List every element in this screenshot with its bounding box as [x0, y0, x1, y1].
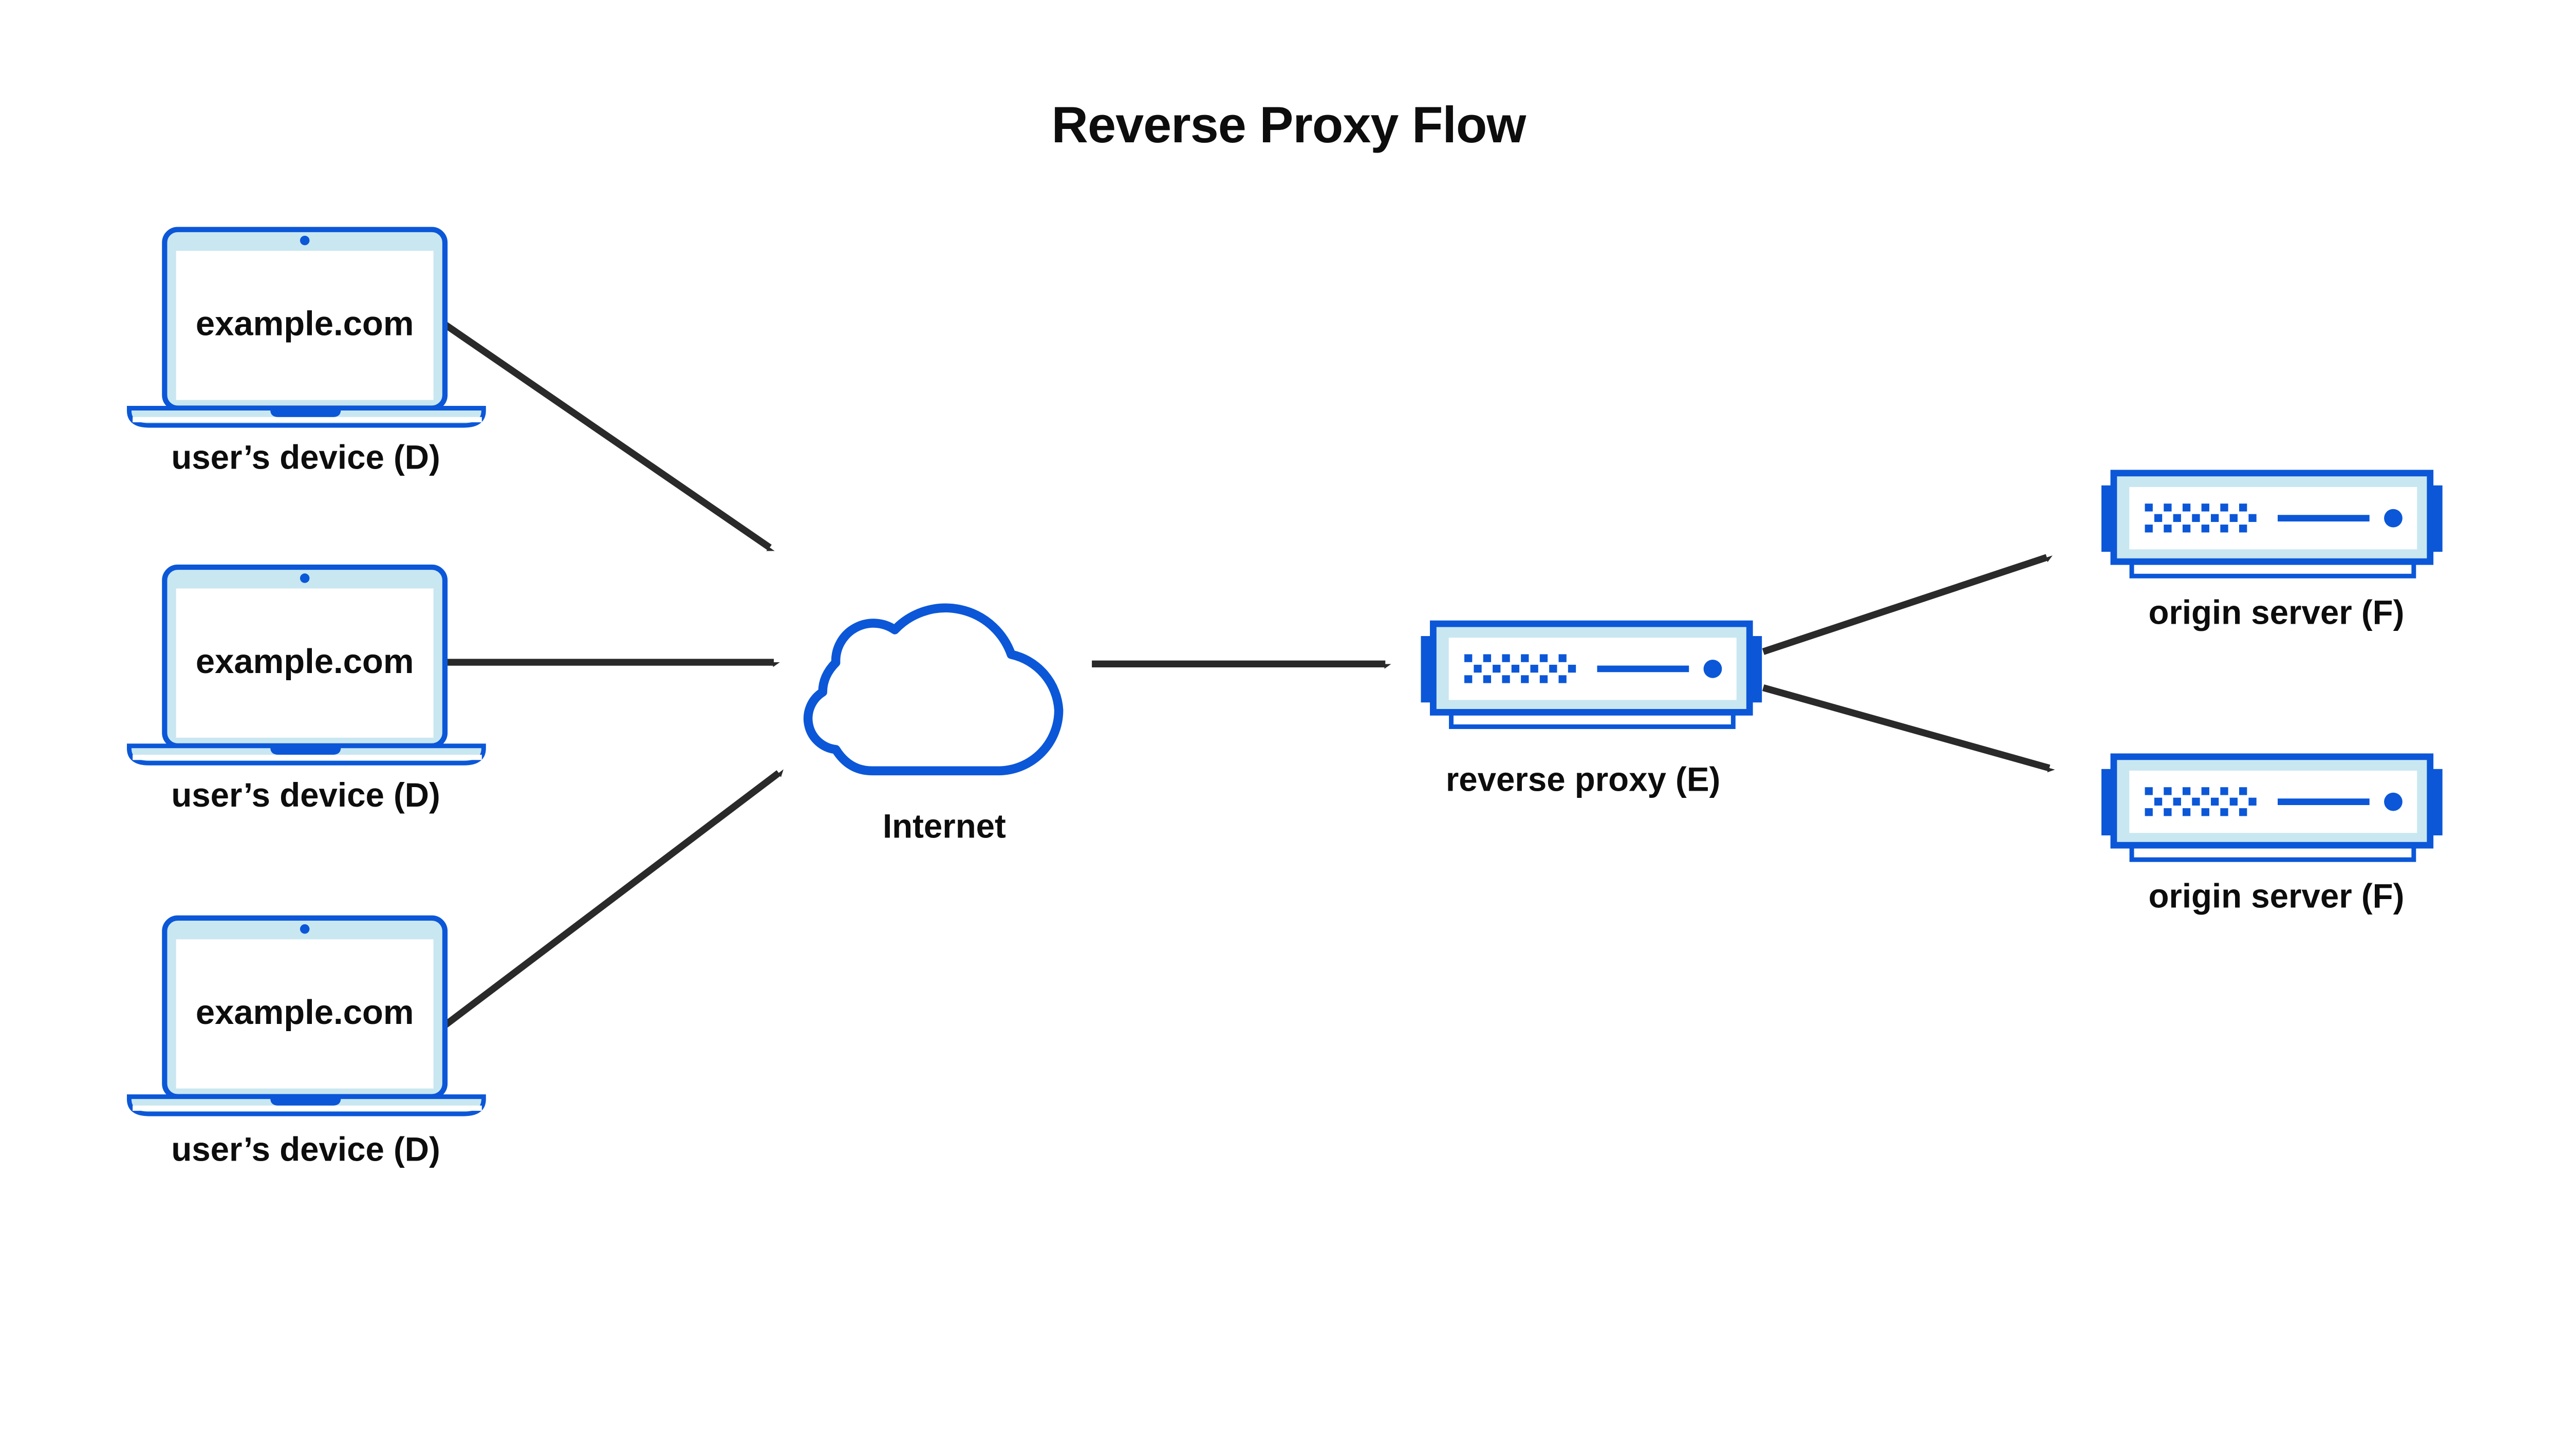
device3-screen-text: example.com — [196, 993, 414, 1032]
reverse-proxy-label: reverse proxy (E) — [1446, 761, 1720, 798]
reverse-proxy-node: reverse proxy (E) — [1421, 624, 1762, 798]
diagram-canvas: Reverse Proxy Flow example.com user’s de… — [126, 96, 2446, 1168]
origin-server1-label: origin server (F) — [2148, 593, 2404, 631]
device1-label: user’s device (D) — [171, 439, 440, 476]
user-device-1: example.com user’s device (D) — [129, 230, 483, 476]
page-title: Reverse Proxy Flow — [1052, 96, 1527, 153]
device2-label: user’s device (D) — [171, 776, 440, 814]
user-device-2: example.com user’s device (D) — [129, 567, 483, 814]
server-icon — [2101, 473, 2443, 576]
device1-screen-text: example.com — [196, 305, 414, 343]
server-icon — [1421, 624, 1762, 726]
internet-label: Internet — [883, 808, 1006, 845]
user-device-3: example.com user’s device (D) — [129, 918, 483, 1168]
arrow-device3-to-internet — [440, 773, 779, 1030]
arrow-device1-to-internet — [443, 322, 770, 548]
origin-server-2: origin server (F) — [2101, 757, 2443, 914]
internet-node: Internet — [803, 603, 1064, 845]
arrow-proxy-to-origin1 — [1762, 557, 2047, 655]
internet-cloud-icon — [803, 603, 1064, 776]
server-icon — [2101, 757, 2443, 860]
device3-label: user’s device (D) — [171, 1130, 440, 1168]
arrow-proxy-to-origin2 — [1762, 684, 2050, 768]
origin-server2-label: origin server (F) — [2148, 877, 2404, 914]
origin-server-1: origin server (F) — [2101, 473, 2443, 631]
device2-screen-text: example.com — [196, 642, 414, 681]
flow-arrows — [440, 322, 2050, 1030]
